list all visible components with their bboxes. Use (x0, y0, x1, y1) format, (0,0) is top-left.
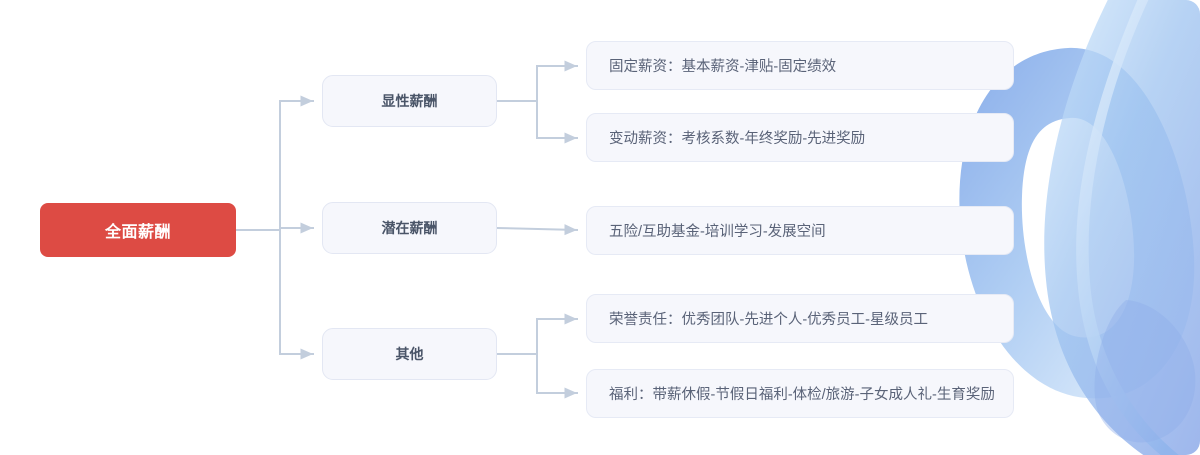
leaf-node-label: 固定薪资：基本薪资-津贴-固定绩效 (609, 59, 837, 75)
branch-node-potential-compensation[interactable]: 潜在薪酬 (322, 202, 497, 254)
leaf-node-label: 五险/互助基金-培训学习-发展空间 (609, 224, 826, 240)
leaf-node-fixed-salary[interactable]: 固定薪资：基本薪资-津贴-固定绩效 (586, 41, 1014, 90)
branch-node-label: 其他 (395, 346, 424, 362)
leaf-node-label: 变动薪资：考核系数-年终奖励-先进奖励 (609, 131, 866, 147)
branch-node-label: 潜在薪酬 (381, 220, 438, 236)
branch-node-label: 显性薪酬 (381, 93, 438, 109)
root-node-label: 全面薪酬 (104, 224, 171, 241)
leaf-node-label: 福利：带薪休假-节假日福利-体检/旅游-子女成人礼-生育奖励 (609, 387, 995, 403)
leaf-node-insurance-training-growth[interactable]: 五险/互助基金-培训学习-发展空间 (586, 206, 1014, 255)
leaf-node-variable-salary[interactable]: 变动薪资：考核系数-年终奖励-先进奖励 (586, 113, 1014, 162)
branch-node-explicit-compensation[interactable]: 显性薪酬 (322, 75, 497, 127)
branch-node-others[interactable]: 其他 (322, 328, 497, 380)
leaf-node-label: 荣誉责任：优秀团队-先进个人-优秀员工-星级员工 (609, 312, 928, 328)
root-node[interactable]: 全面薪酬 (40, 203, 236, 257)
leaf-node-welfare[interactable]: 福利：带薪休假-节假日福利-体检/旅游-子女成人礼-生育奖励 (586, 369, 1014, 418)
leaf-node-honor-responsibility[interactable]: 荣誉责任：优秀团队-先进个人-优秀员工-星级员工 (586, 294, 1014, 343)
